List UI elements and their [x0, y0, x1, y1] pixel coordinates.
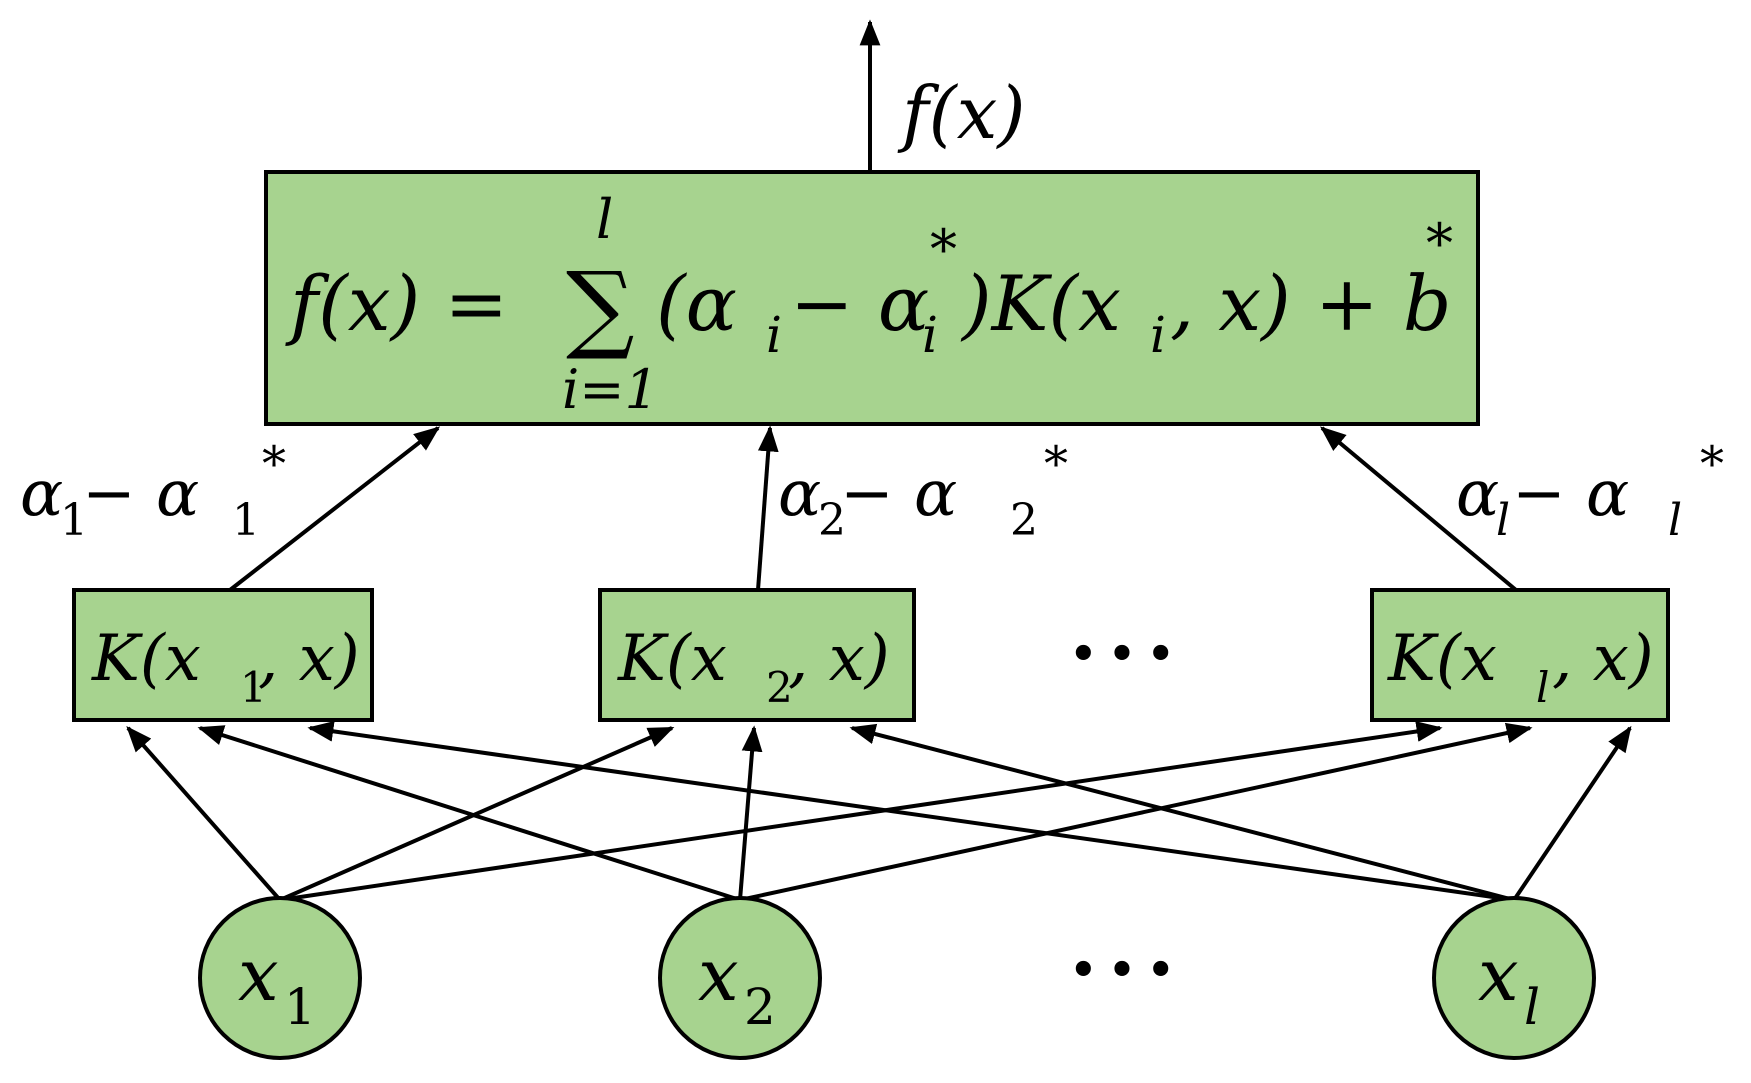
svg-text:, x): , x): [788, 622, 890, 696]
kernel-box-l: [1370, 588, 1670, 722]
svg-text:∑: ∑: [566, 251, 635, 363]
ellipsis-input-row: •••: [1068, 941, 1184, 1001]
svg-text:(α: (α: [656, 259, 737, 348]
svg-text:*: *: [1044, 436, 1068, 492]
svg-text:− α: − α: [840, 457, 957, 531]
kernel-label-1: K(x 1 , x): [91, 622, 360, 712]
svg-text:l: l: [1536, 663, 1549, 712]
svg-text:K(x: K(x: [91, 622, 201, 696]
svg-text:K(x: K(x: [1387, 622, 1497, 696]
input-node-1: [198, 896, 362, 1060]
svg-text:2: 2: [766, 663, 793, 712]
svg-text:l: l: [596, 188, 613, 251]
weight-label-2: α 2 − α 2 *: [778, 436, 1068, 546]
svg-text:− α: − α: [790, 259, 929, 348]
svg-text:i: i: [1150, 306, 1166, 364]
input-kernel-connections: [126, 721, 1632, 902]
kernel-label-2: K(x 2 , x): [617, 622, 890, 712]
summation-box: [264, 170, 1480, 426]
input-node-l: [1432, 896, 1596, 1060]
svg-text:1: 1: [240, 663, 267, 712]
svg-text:i=1: i=1: [562, 358, 659, 421]
summation-formula: f(x) = ∑ l i=1 (α i − α i * )K(x i , x) …: [285, 188, 1453, 421]
svg-text:1: 1: [284, 978, 316, 1036]
svg-text:f(x) =: f(x) =: [285, 259, 508, 348]
svg-text:*: *: [1700, 436, 1724, 492]
weight-arrow-2: [756, 425, 779, 591]
svg-text:l: l: [1524, 978, 1540, 1036]
svg-text:K(x: K(x: [617, 622, 727, 696]
svg-text:2: 2: [1010, 495, 1038, 546]
svg-text:i: i: [922, 306, 938, 364]
svg-text:α: α: [1456, 457, 1499, 531]
svg-text:i: i: [766, 306, 782, 364]
input-label-l: x l: [1478, 933, 1540, 1036]
kernel-label-l: K(x l , x): [1387, 622, 1654, 712]
svg-text:l: l: [1668, 495, 1682, 546]
svg-text:α: α: [778, 457, 821, 531]
svg-text:α: α: [20, 457, 63, 531]
kernel-box-1: [72, 588, 374, 722]
svg-text:*: *: [1426, 212, 1453, 275]
svg-text:x: x: [698, 933, 739, 1017]
weight-arrow-1: [228, 426, 441, 592]
input-label-2: x 2: [698, 933, 776, 1036]
svg-text:1: 1: [232, 495, 260, 546]
input-label-1: x 1: [238, 933, 316, 1036]
weight-label-l: α l − α l *: [1456, 436, 1724, 546]
svg-text:− α: − α: [1512, 457, 1629, 531]
kernel-box-2: [598, 588, 916, 722]
weight-arrow-l: [1320, 426, 1518, 592]
weight-label-1: α 1 − α 1 *: [20, 436, 286, 546]
svg-text:l: l: [1496, 495, 1510, 546]
svg-text:− α: − α: [82, 457, 199, 531]
ellipsis-kernel-row: •••: [1068, 625, 1184, 685]
svg-text:2: 2: [818, 495, 846, 546]
svg-text:, x): , x): [1552, 622, 1654, 696]
svg-text:*: *: [930, 218, 957, 281]
svg-text:)K(x: )K(x: [960, 259, 1121, 348]
svg-text:1: 1: [60, 495, 88, 546]
svg-text:, x): , x): [258, 622, 360, 696]
svg-text:2: 2: [744, 978, 776, 1036]
output-label: f(x): [897, 71, 1025, 155]
svg-text:, x) + b: , x) + b: [1170, 259, 1451, 348]
svg-text:x: x: [1478, 933, 1519, 1017]
input-node-2: [658, 896, 822, 1060]
svg-text:x: x: [238, 933, 279, 1017]
svg-text:*: *: [262, 436, 286, 492]
